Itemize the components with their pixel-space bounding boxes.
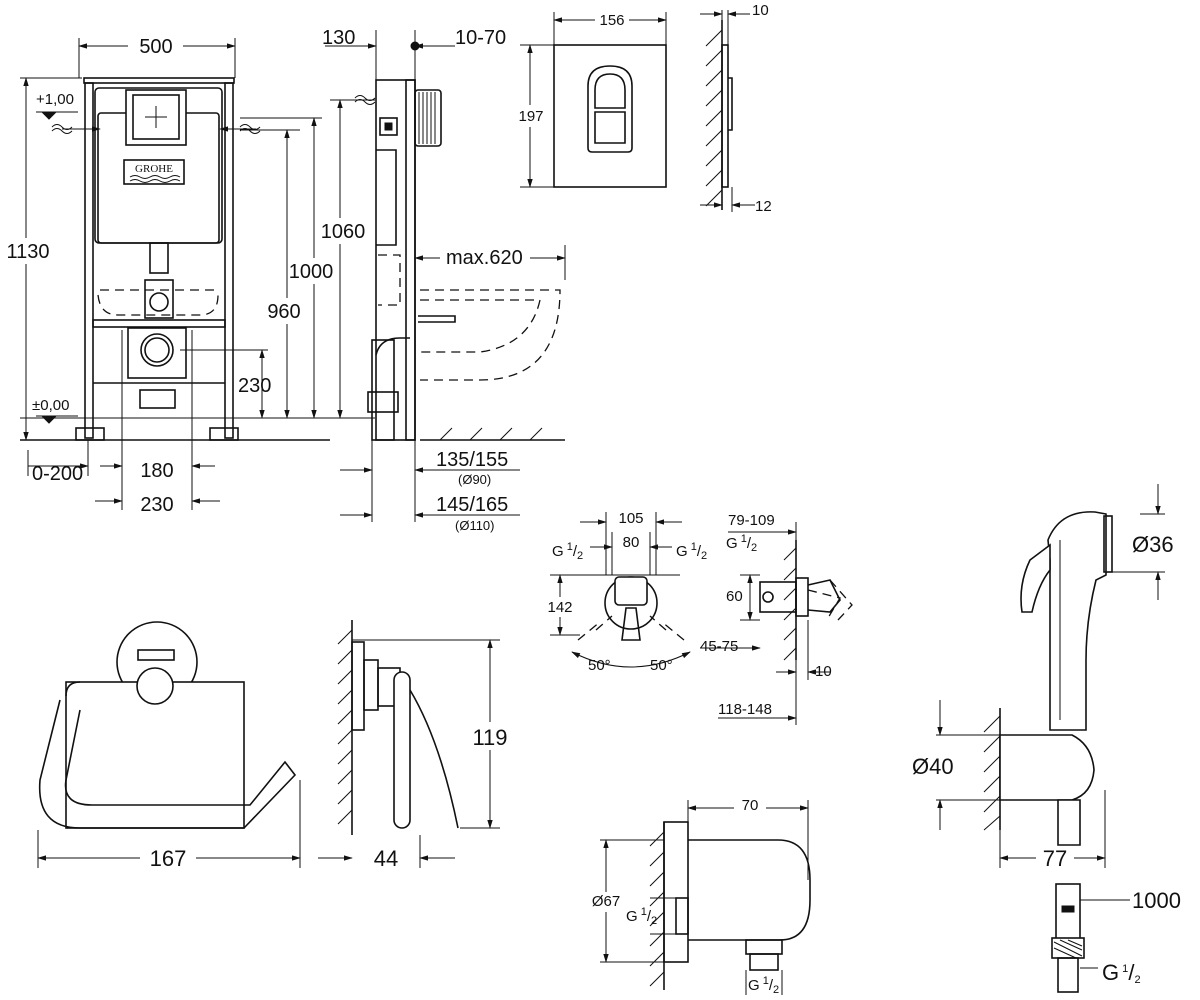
elbow-length-label: 70 — [742, 797, 759, 814]
paper-holder-front-view — [38, 621, 297, 829]
mixer-h60-label: 60 — [726, 588, 743, 605]
level-top-label: +1,00 — [36, 91, 74, 108]
mixer-h142-label: 142 — [547, 599, 572, 616]
dim-230-vertical-label: 230 — [238, 375, 271, 397]
flush-plate-front-view: 156 197 — [514, 8, 667, 188]
holder-depth-label: 44 — [374, 846, 398, 871]
dim-d90-label: (Ø90) — [458, 472, 491, 487]
dim-230-horizontal-label: 230 — [140, 494, 173, 516]
plate-depth-bottom-label: 12 — [755, 198, 772, 215]
hose-length-label: 1000 — [1132, 888, 1181, 913]
level-floor-label: ±0,00 — [32, 397, 69, 414]
dim-1060-label: 1060 — [321, 221, 366, 243]
concealed-mixer-side-view: 79-109 G 1/2 60 10 45-75 118-148 — [700, 512, 853, 725]
offset-0-200-label: 0-200 — [32, 463, 83, 485]
dim-145-165-label: 145/165 — [436, 494, 508, 516]
elbow-diameter-label: Ø67 — [592, 893, 620, 910]
spray-projection-label: 77 — [1043, 846, 1067, 871]
mixer-w80-label: 80 — [623, 534, 640, 551]
plate-height-label: 197 — [518, 108, 543, 125]
frame-side-view: 130 10-70 max.620 135/155 (Ø90) 145/165 — [322, 27, 566, 533]
mixer-angle-left-label: 50° — [588, 657, 611, 674]
plate-depth-top-label: 10 — [752, 2, 769, 19]
frame-front-view: 500 GROHE — [4, 32, 565, 516]
flush-plate-side-view: 10 12 — [700, 2, 772, 215]
holder-height-label: 119 — [472, 725, 507, 750]
hand-spray-view: Ø36 Ø40 77 1000 G 1/2 — [912, 484, 1181, 993]
grohe-logo-text: GROHE — [135, 163, 173, 175]
paper-holder-width-dimension: 167 — [37, 780, 301, 872]
concealed-mixer-front-view: 105 80 G 1/2 G 1/2 142 50° 50° — [543, 510, 707, 674]
dim-d110-label: (Ø110) — [455, 518, 495, 533]
mixer-range-79-109-label: 79-109 — [728, 512, 775, 529]
holder-width-label: 167 — [150, 846, 187, 871]
spray-head-diameter-label: Ø36 — [1132, 532, 1174, 557]
wall-elbow-view: 70 Ø67 G 1/2 G 1/2 — [588, 796, 811, 996]
hose-thread-label: G 1/2 — [1102, 960, 1141, 986]
spray-bracket-diameter-label: Ø40 — [912, 754, 954, 779]
frame-height-label: 1130 — [6, 241, 49, 263]
dim-1000-label: 1000 — [289, 261, 334, 283]
mixer-range-45-75-label: 45-75 — [700, 638, 738, 655]
plate-width-label: 156 — [599, 12, 624, 29]
mixer-thread-right-label: G 1/2 — [676, 541, 707, 562]
mixer-thread-left-label: G 1/2 — [552, 541, 583, 562]
elbow-thread-side-label: G 1/2 — [626, 906, 657, 927]
elbow-thread-bottom-label: G 1/2 — [748, 975, 779, 996]
dim-960-label: 960 — [267, 301, 300, 323]
depth-130-label: 130 — [322, 27, 355, 49]
frame-width-label: 500 — [139, 36, 172, 58]
mixer-range-118-148-label: 118-148 — [718, 701, 772, 718]
dim-135-155-label: 135/155 — [436, 449, 508, 471]
dim-180-label: 180 — [140, 460, 173, 482]
mixer-d10-label: 10 — [815, 663, 832, 680]
paper-holder-side-view: 119 44 — [318, 620, 518, 871]
range-10-70-label: 10-70 — [455, 27, 506, 49]
max-620-label: max.620 — [446, 247, 523, 269]
mixer-w105-label: 105 — [618, 510, 643, 527]
mixer-angle-right-label: 50° — [650, 657, 673, 674]
mixer-side-thread-label: G 1/2 — [726, 533, 757, 554]
